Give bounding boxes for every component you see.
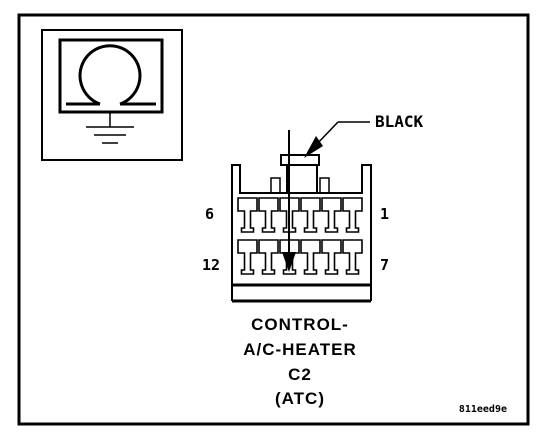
pin-cavity	[300, 197, 321, 233]
ground-icon	[41, 29, 183, 161]
pin-cavity	[237, 197, 258, 233]
pin-cavity	[258, 239, 279, 275]
pin-cavity	[342, 239, 363, 275]
outer-frame	[17, 13, 530, 426]
pin-label-top-left: 6	[205, 205, 214, 223]
color-label: BLACK	[375, 112, 424, 131]
pin-label-bottom-left: 12	[202, 256, 220, 274]
pin-label-top-right: 1	[380, 205, 389, 223]
pin-cavity	[321, 197, 342, 233]
caption-line-4: (ATC)	[275, 389, 325, 408]
connector-c2	[231, 154, 372, 303]
pin-cavities	[237, 197, 363, 275]
pin-cavity	[279, 197, 300, 233]
caption-line-1: CONTROL-	[251, 315, 349, 334]
pin-label-bottom-right: 7	[380, 256, 389, 274]
pin-cavity	[342, 197, 363, 233]
pin-cavity	[321, 239, 342, 275]
figure-code: 811eed9e	[459, 404, 507, 415]
caption-line-3: C2	[288, 365, 312, 384]
arrow-icon	[282, 130, 296, 272]
pin-cavity	[237, 239, 258, 275]
caption-line-2: A/C-HEATER	[243, 340, 357, 359]
color-callout	[304, 121, 370, 158]
pin-cavity	[300, 239, 321, 275]
pin-cavity	[258, 197, 279, 233]
